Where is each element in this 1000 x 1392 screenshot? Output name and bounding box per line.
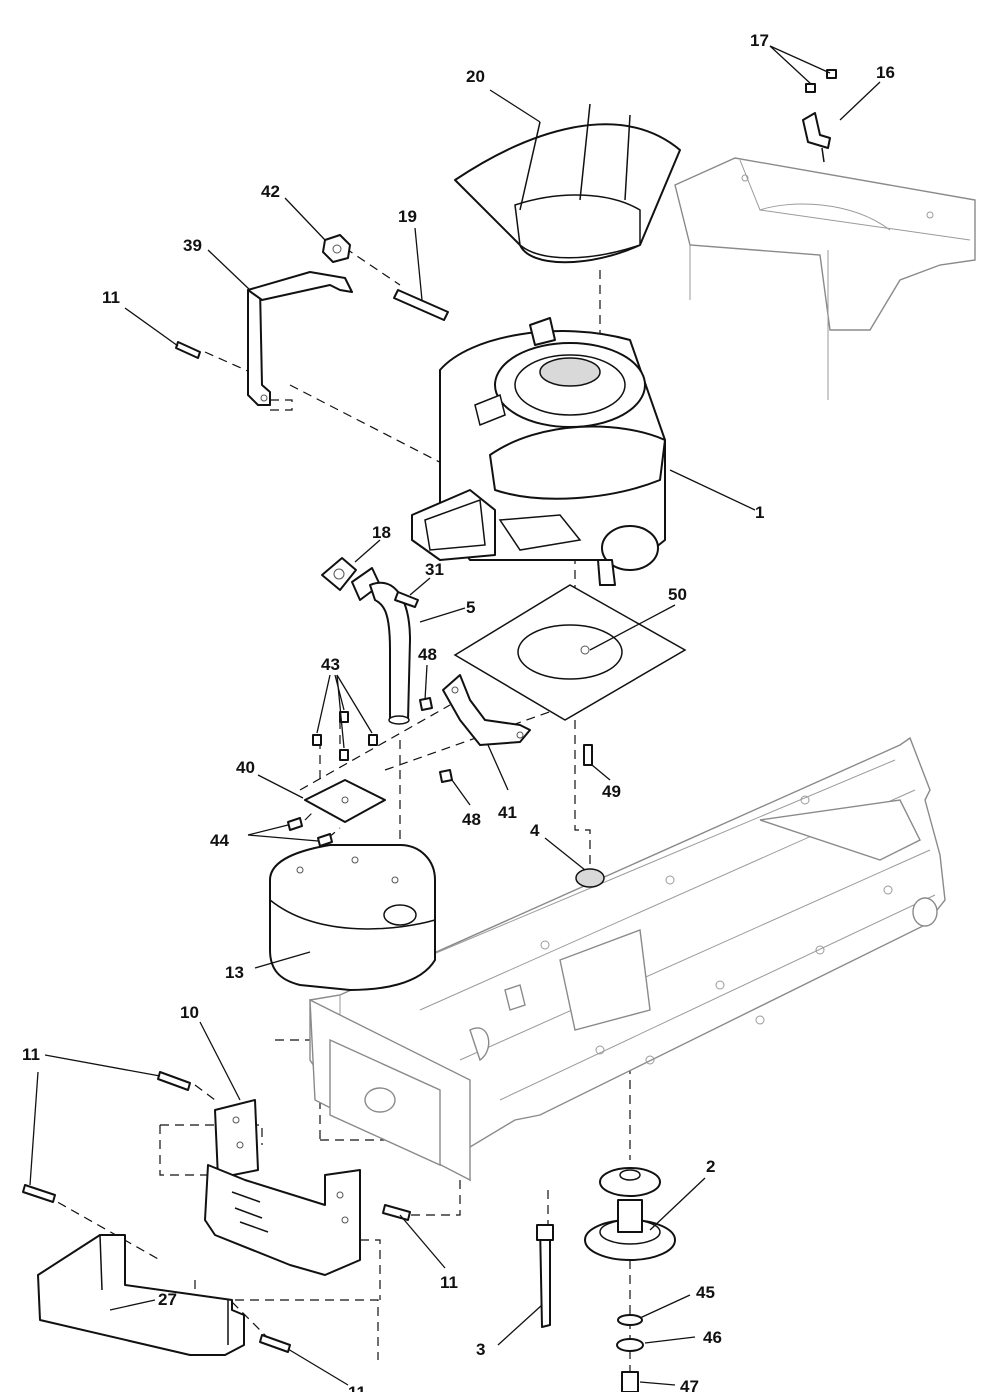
callout-45: 45 [696,1283,715,1302]
callout-4: 4 [530,821,540,840]
callout-5: 5 [466,598,475,617]
muffler-13 [269,844,436,991]
screws-44 [287,817,333,847]
callout-41: 41 [498,803,517,822]
callout-43: 43 [321,655,340,674]
callout-13: 13 [225,963,244,982]
callout-3: 3 [476,1340,485,1359]
callout-11-top: 11 [102,288,120,307]
bolt-47 [621,1371,639,1392]
callout-42: 42 [261,182,280,201]
washer-45 [617,1314,643,1326]
callout-19: 19 [398,207,417,226]
callout-39: 39 [183,236,202,255]
callout-11-bottom: 11 [348,1383,366,1392]
callout-27: 27 [158,1290,177,1309]
callout-17: 17 [750,31,769,50]
engine [411,317,666,586]
callout-10: 10 [180,1003,199,1022]
callout-47: 47 [680,1377,699,1392]
screw-31 [394,591,419,608]
leader-lines [29,45,881,1386]
callout-2: 2 [706,1157,715,1176]
callout-46: 46 [703,1328,722,1347]
bracket-39 [247,271,353,406]
callout-11-lower-right: 11 [440,1273,458,1292]
plate-40 [304,779,386,823]
pulley-2 [584,1167,676,1261]
tractor-frame [309,736,946,1182]
grommet-4 [575,868,605,888]
mount-plate [453,584,687,721]
bracket-41 [442,674,531,746]
bracket-10 [214,1099,259,1179]
nut-42 [322,234,351,263]
pin-19 [393,289,449,321]
callout-40: 40 [236,758,255,777]
callout-20: 20 [466,67,485,86]
shaft-3 [536,1224,554,1328]
screws-48 [419,697,453,783]
screws-11 [22,341,411,1353]
heat-shield [204,1164,361,1276]
lever-16 [802,112,831,163]
callout-11-mid-left: 11 [22,1045,40,1064]
guard-27 [37,1234,245,1356]
washer-46 [616,1338,644,1352]
callout-16: 16 [876,63,895,82]
callout-31: 31 [425,560,444,579]
exhaust-pipe-5 [351,567,411,725]
callout-44: 44 [210,831,229,850]
callout-1: 1 [755,503,764,522]
screws-43 [312,711,378,761]
gasket-18 [321,557,357,591]
callout-49: 49 [602,782,621,801]
callout-labels: 1 2 3 4 5 10 11 11 11 11 11 13 16 17 18 … [22,31,895,1392]
callout-48-upper: 48 [418,645,437,664]
callout-48-lower: 48 [462,810,481,829]
screws-17 [805,69,837,93]
dash-shroud [674,157,976,400]
blower-shroud [454,103,681,264]
callout-50: 50 [668,585,687,604]
screw-49 [583,744,593,766]
callout-18: 18 [372,523,391,542]
